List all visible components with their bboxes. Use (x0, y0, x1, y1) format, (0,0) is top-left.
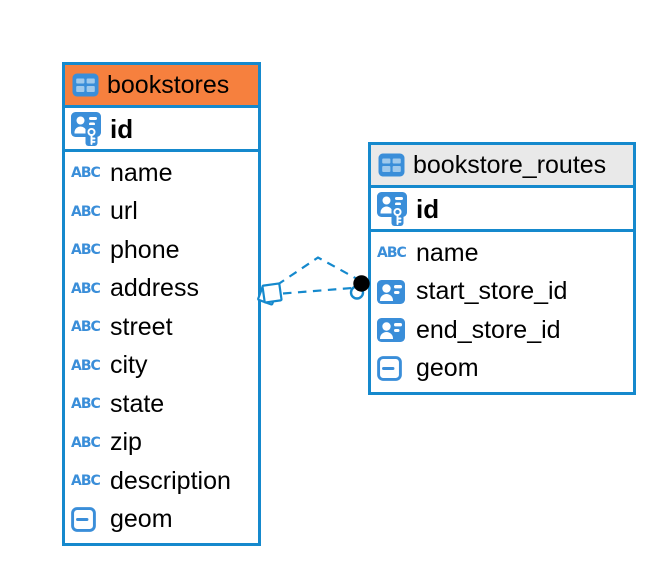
column-type-icon-cell (71, 507, 105, 533)
text-type-icon: ABC (377, 245, 407, 262)
text-type-icon: ABC (71, 357, 101, 374)
column-name: id (416, 193, 440, 224)
column-name: id (110, 113, 134, 144)
column-row-phone[interactable]: ABC phone (65, 231, 258, 270)
column-row-geom[interactable]: geom (65, 501, 258, 540)
column-type-icon-cell (377, 356, 411, 382)
column-name: state (110, 389, 165, 418)
column-name: end_store_id (416, 315, 561, 344)
column-type-icon-cell: ABC (71, 243, 105, 257)
column-name: name (110, 158, 173, 187)
text-type-icon: ABC (71, 165, 101, 182)
primary-key-icon (71, 111, 101, 146)
table-header[interactable]: bookstore_routes (371, 145, 633, 188)
column-type-icon-cell (377, 318, 411, 343)
column-row-zip[interactable]: ABC zip (65, 424, 258, 463)
table-title: bookstores (107, 70, 230, 99)
table-bookstore-routes[interactable]: bookstore_routes id ABC name start_store… (368, 142, 636, 395)
column-name: geom (416, 354, 479, 383)
column-name: address (110, 274, 199, 303)
column-name: zip (110, 428, 142, 457)
column-name: name (416, 238, 479, 267)
table-icon-slot (72, 73, 99, 97)
column-type-icon-cell: ABC (377, 246, 411, 260)
geometry-type-icon (71, 507, 96, 533)
text-type-icon: ABC (71, 396, 101, 413)
table-icon (72, 73, 99, 97)
column-row-id[interactable]: id (65, 108, 258, 152)
column-name: url (110, 197, 138, 226)
column-row-address[interactable]: ABC address (65, 270, 258, 309)
column-type-icon-cell (71, 111, 105, 147)
column-row-geom[interactable]: geom (371, 350, 633, 389)
column-type-icon-cell: ABC (71, 166, 105, 180)
table-header[interactable]: bookstores (65, 65, 258, 108)
table-icon-slot (378, 153, 405, 177)
column-row-city[interactable]: ABC city (65, 347, 258, 386)
column-type-icon-cell: ABC (71, 282, 105, 296)
column-row-name[interactable]: ABC name (65, 154, 258, 193)
table-bookstores[interactable]: bookstores id ABC name ABC url ABC phone… (62, 62, 261, 546)
primary-key-icon (377, 191, 407, 226)
column-name: description (110, 466, 231, 495)
column-type-icon-cell: ABC (71, 320, 105, 334)
column-type-icon-cell: ABC (71, 436, 105, 450)
column-row-start_store_id[interactable]: start_store_id (371, 273, 633, 312)
column-row-end_store_id[interactable]: end_store_id (371, 311, 633, 350)
column-name: street (110, 312, 173, 341)
column-type-icon-cell: ABC (71, 359, 105, 373)
column-row-id[interactable]: id (371, 188, 633, 232)
column-type-icon-cell: ABC (71, 474, 105, 488)
column-name: city (110, 351, 148, 380)
text-type-icon: ABC (71, 473, 101, 490)
column-name: start_store_id (416, 277, 568, 306)
column-row-street[interactable]: ABC street (65, 308, 258, 347)
column-row-name[interactable]: ABC name (371, 234, 633, 273)
column-type-icon-cell (377, 279, 411, 304)
column-type-icon-cell (377, 191, 411, 227)
column-type-icon-cell: ABC (71, 205, 105, 219)
column-list: id ABC name start_store_id end_store_id … (371, 188, 633, 392)
table-title: bookstore_routes (413, 150, 607, 179)
diamond-marker[interactable] (257, 282, 283, 306)
column-name: geom (110, 505, 173, 534)
text-type-icon: ABC (71, 242, 101, 259)
text-type-icon: ABC (71, 434, 101, 451)
table-icon (378, 153, 405, 177)
column-list: id ABC name ABC url ABC phone ABC addres… (65, 108, 258, 543)
column-name: phone (110, 235, 180, 264)
column-row-state[interactable]: ABC state (65, 385, 258, 424)
text-type-icon: ABC (71, 280, 101, 297)
geometry-type-icon (377, 356, 402, 382)
text-type-icon: ABC (71, 203, 101, 220)
reference-icon (377, 279, 405, 304)
column-row-url[interactable]: ABC url (65, 193, 258, 232)
reference-icon (377, 318, 405, 343)
text-type-icon: ABC (71, 319, 101, 336)
ring-marker[interactable] (349, 285, 365, 300)
relationship-line-elbow[interactable] (276, 256, 360, 286)
relationship-line-straight[interactable] (282, 286, 353, 295)
column-type-icon-cell: ABC (71, 397, 105, 411)
column-row-description[interactable]: ABC description (65, 462, 258, 501)
